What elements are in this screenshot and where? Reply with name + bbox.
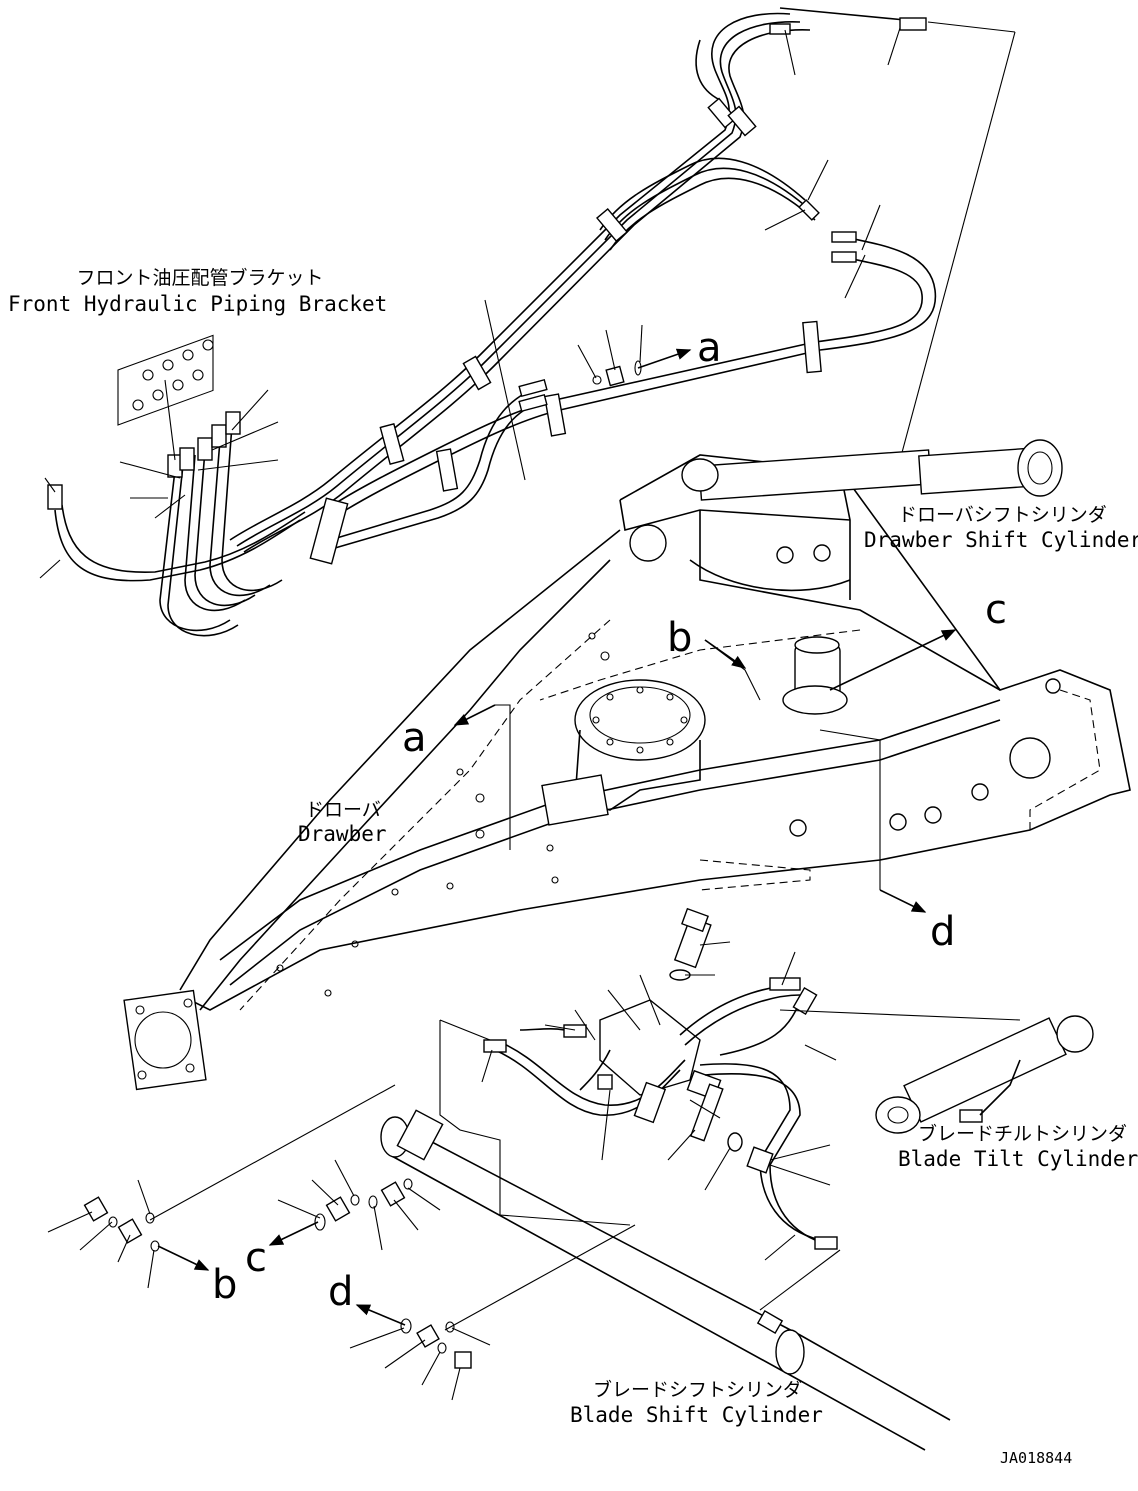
front-hose-bundle xyxy=(229,7,937,565)
ref-letter-d-mid: d xyxy=(930,909,956,955)
drawbar-shift-label-en: Drawber Shift Cylinder xyxy=(864,528,1138,552)
blade-shift-label-en: Blade Shift Cylinder xyxy=(570,1403,823,1427)
ref-letter-b-top: b xyxy=(667,615,693,661)
drawbar-label-jp: ドローバ xyxy=(305,799,381,821)
bracket-hose-group xyxy=(47,334,306,637)
ref-letter-c-bottom: c xyxy=(245,1235,267,1281)
ref-letter-c-top: c xyxy=(985,587,1007,633)
blade-tilt-label-jp: ブレードチルトシリンダ xyxy=(918,1123,1128,1145)
ref-letter-b-bottom: b xyxy=(212,1262,238,1308)
front-bracket-label-jp: フロント油圧配管ブラケット xyxy=(76,267,324,289)
blade-tilt-label-en: Blade Tilt Cylinder xyxy=(898,1147,1138,1171)
blade-shift-label-jp: ブレードシフトシリンダ xyxy=(593,1379,803,1401)
drawbar-frame xyxy=(123,439,1131,1091)
leader-lines-top xyxy=(39,21,1016,579)
drawbar-shift-label-jp: ドローバシフトシリンダ xyxy=(898,504,1107,526)
ref-letter-d-bottom: d xyxy=(328,1269,354,1315)
drawing-id: JA018844 xyxy=(1000,1449,1073,1467)
lower-hose-assembly xyxy=(47,907,1094,1451)
drawbar-label-en: Drawber xyxy=(298,822,387,846)
ref-letter-a-mid: a xyxy=(402,715,427,761)
front-bracket-label-en: Front Hydraulic Piping Bracket xyxy=(8,292,388,316)
ref-letter-a-top: a xyxy=(697,325,722,371)
